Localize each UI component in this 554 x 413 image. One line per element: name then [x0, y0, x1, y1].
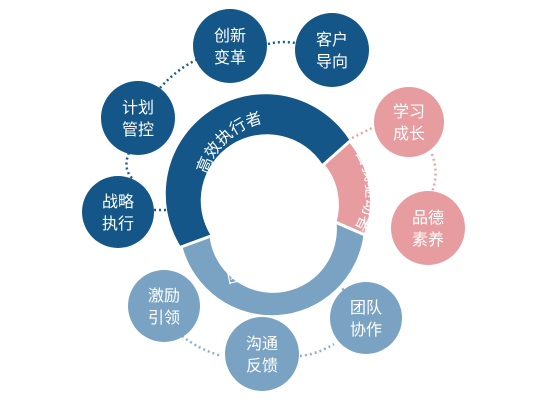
ring-segment-executor: [165, 94, 350, 247]
segment-label-team-leader: 团队领导者: [225, 252, 307, 287]
node-quality: 品德 素养: [391, 191, 465, 265]
node-learning-line2: 成长: [393, 124, 425, 143]
node-customer: 客户 导向: [295, 13, 369, 87]
node-learning-line1: 学习: [393, 102, 425, 121]
node-quality-line1: 品德: [412, 208, 444, 227]
node-teamwork-line1: 团队: [350, 298, 382, 317]
ring-center: [210, 136, 330, 256]
node-customer-line1: 客户: [316, 30, 348, 49]
connector-motivate-communicate: [181, 335, 223, 358]
connector-innovation-customer: [267, 40, 301, 46]
connector-communicate-teamwork: [299, 342, 335, 358]
node-teamwork: 团队 协作: [330, 282, 402, 354]
central-ring: [165, 94, 373, 319]
ring-segment-team-leader: [179, 219, 367, 319]
node-strategy: 战略 执行: [82, 176, 154, 248]
node-plan-line2: 管控: [122, 120, 154, 139]
node-communicate-line2: 反馈: [246, 356, 278, 375]
node-customer-line2: 导向: [316, 52, 348, 71]
node-plan: 计划 管控: [101, 81, 175, 155]
connector-learning-quality: [428, 153, 437, 197]
node-innovation: 创新 变革: [193, 9, 267, 83]
node-quality-line2: 素养: [412, 230, 444, 249]
node-innovation-line2: 变革: [214, 48, 246, 67]
node-motivate-line1: 激励: [148, 286, 180, 305]
node-motivate-line2: 引领: [148, 308, 180, 327]
node-teamwork-line2: 协作: [350, 320, 382, 339]
node-communicate-line1: 沟通: [246, 334, 278, 353]
node-innovation-line1: 创新: [214, 26, 246, 45]
node-motivate: 激励 引领: [128, 270, 200, 342]
connector-ring-learning: [351, 126, 373, 140]
node-strategy-line1: 战略: [102, 192, 134, 211]
node-learning: 学习 成长: [374, 87, 444, 157]
connector-plan-innovation: [159, 58, 197, 89]
node-communicate: 沟通 反馈: [225, 317, 299, 391]
node-plan-line1: 计划: [122, 98, 154, 117]
node-strategy-line2: 执行: [102, 214, 134, 233]
